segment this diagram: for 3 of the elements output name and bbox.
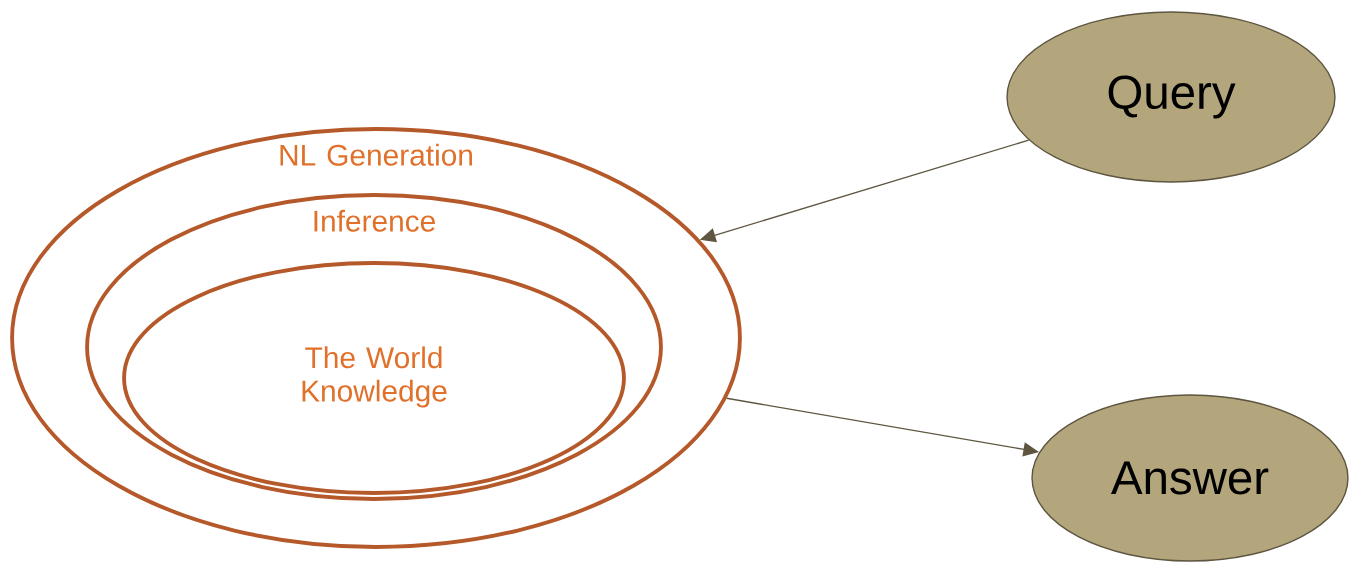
oval-node: Query <box>1006 11 1336 183</box>
oval-node: Answer <box>1031 394 1349 562</box>
ellipse-ring: The World Knowledge <box>122 261 626 495</box>
